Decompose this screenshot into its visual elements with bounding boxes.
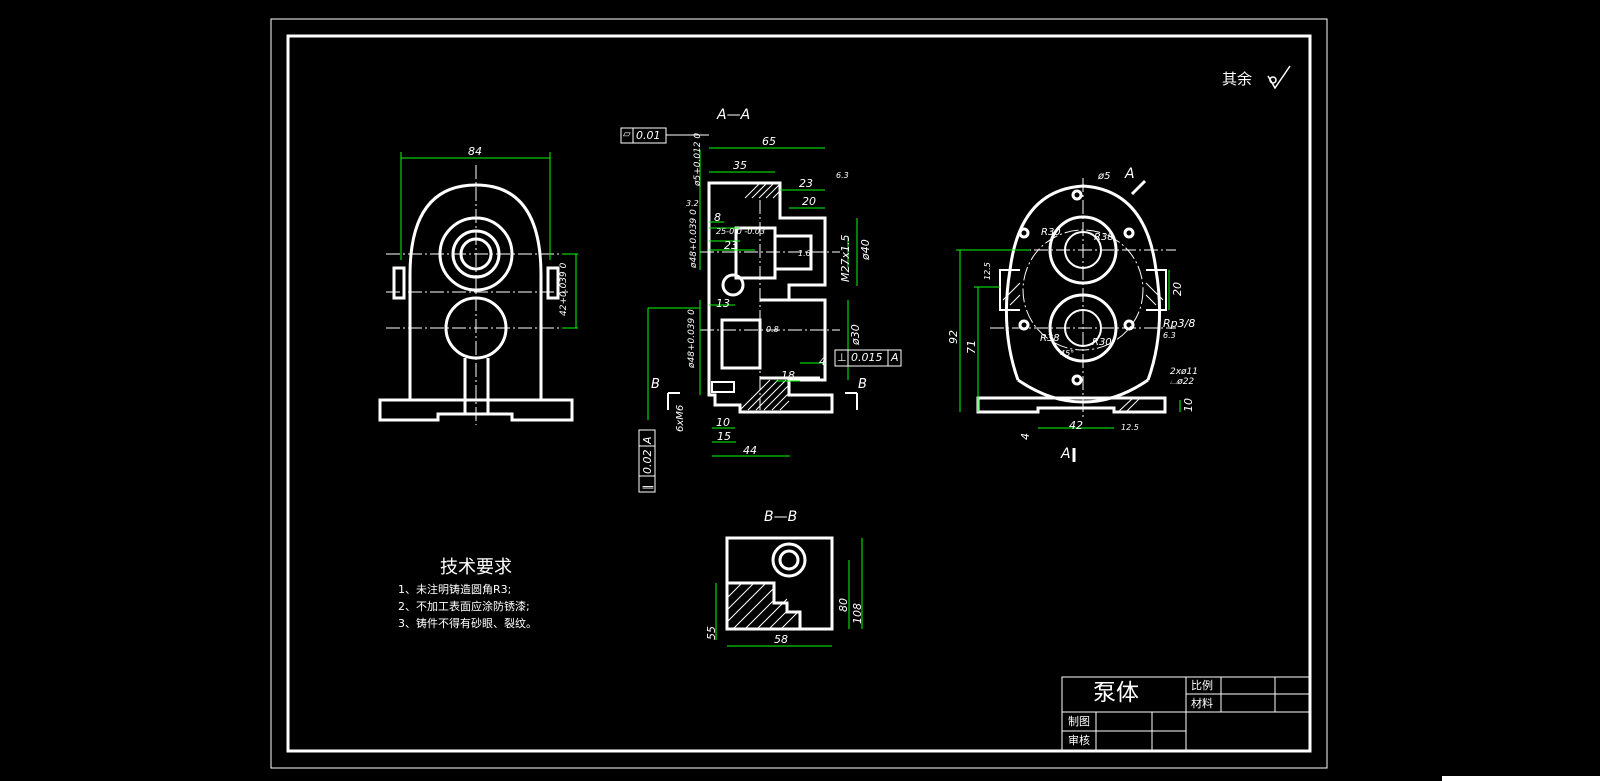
dim-aa-18: 18 [781, 369, 795, 382]
front-dims [400, 152, 578, 329]
section-aa-hatch [739, 182, 790, 411]
dim-aa-phi48a: ø48+0.039 0 [689, 209, 699, 268]
dim-side-4: 4 [1019, 433, 1032, 440]
dim-aa-35: 35 [733, 159, 747, 172]
side-centerlines [990, 178, 1176, 420]
dim-aa-13: 13 [716, 297, 730, 310]
tol-flatness-symbol: ⏥ [623, 129, 631, 140]
tol-par-datum: A [641, 436, 654, 444]
dim-bb-58: 58 [774, 633, 788, 646]
dim-aa-m27: M27x1.5 [839, 234, 852, 283]
dim-aa-10: 10 [716, 416, 730, 429]
dim-side-92: 92 [947, 330, 960, 344]
dim-aa-8: 8 [714, 211, 721, 224]
outer-border [270, 18, 1328, 769]
tech-requirement-3: 3、铸件不得有砂眼、裂纹。 [398, 617, 537, 630]
dim-side-cbore: ⌴ø22 [1170, 377, 1195, 387]
section-bb-hatch [726, 582, 798, 630]
dim-aa-44: 44 [743, 444, 757, 457]
section-aa-label: A—A [717, 107, 751, 123]
tech-requirement-2: 2、不加工表面应涂防锈漆; [398, 600, 530, 613]
dim-bb-55: 55 [705, 626, 718, 640]
dim-aa-phi30: ø30 [849, 324, 862, 345]
dim-aa-25: 25-0.0 -0.03 [716, 227, 766, 236]
drawn-label: 制图 [1068, 715, 1090, 728]
a-arrow [1072, 179, 1147, 462]
dim-side-r38: R38 [1094, 232, 1114, 243]
dim-side-rp: Rp3/8 [1163, 317, 1196, 330]
front-centerlines [386, 165, 568, 425]
tol-flatness-value: 0.01 [636, 129, 661, 142]
dim-aa-23a: 23 [799, 177, 813, 190]
bb-cut-markers [667, 392, 858, 410]
dim-side-42: 42 [1069, 419, 1083, 432]
tol-par-value: 0.02 [641, 449, 654, 475]
side-hatch [1002, 282, 1164, 413]
dim-bb-108: 108 [851, 603, 864, 624]
section-aa [707, 181, 834, 414]
ra-side-125: 12.5 [983, 262, 992, 280]
dim-side-20: 20 [1171, 282, 1184, 296]
ra-aa-16: 1.6 [798, 249, 811, 258]
dim-aa-15: 15 [717, 430, 731, 443]
dim-side-10: 10 [1182, 398, 1195, 412]
tech-requirement-1: 1、未注明铸造圆角R3; [398, 583, 512, 596]
section-bb-dims [715, 538, 863, 647]
ra-side-125b: 12.5 [1121, 423, 1139, 432]
surface-finish-symbol [1267, 65, 1291, 90]
dim-aa-phi5: ø5+0.012 0 [693, 132, 703, 186]
tol-perp-symbol: ⊥ [837, 351, 847, 364]
ra-aa-08: 0.8 [766, 325, 779, 334]
dim-aa-thread: 6xM6 [675, 404, 686, 432]
side-view [976, 184, 1167, 414]
side-dims [956, 249, 1181, 429]
surface-note: 其余 [1222, 70, 1253, 88]
ra-aa-32: 3.2 [686, 199, 699, 208]
material-label: 材料 [1191, 697, 1213, 710]
corner-mark [1442, 776, 1600, 781]
dim-aa-4: 4 [819, 355, 826, 368]
a-marker-arrow: A [1125, 166, 1135, 182]
section-bb [725, 536, 834, 631]
dim-side-holes: 2xø11 [1170, 367, 1199, 377]
dim-side-r30: R30 [1041, 227, 1061, 238]
dim-bb-80: 80 [837, 598, 850, 612]
section-aa-centerlines [700, 200, 840, 410]
dim-front-width: 84 [468, 145, 482, 158]
dim-side-r38b: R38 [1040, 333, 1060, 344]
dim-aa-23b: 23 [724, 239, 738, 252]
tol-par-symbol: ∥ [641, 484, 654, 491]
tol-perp-datum: A [891, 351, 899, 364]
ra-aa-63: 6.3 [836, 171, 849, 180]
dim-front-bore: 42+0.039 0 [559, 262, 569, 316]
b-marker-left: B [651, 377, 660, 392]
tech-requirements-title: 技术要求 [440, 557, 512, 578]
part-name: 泵体 [1093, 680, 1139, 706]
tol-frames [620, 127, 902, 493]
b-marker-right: B [858, 377, 867, 392]
dim-side-71: 71 [965, 340, 978, 354]
section-bb-label: B—B [764, 509, 798, 525]
checked-label: 审核 [1068, 734, 1090, 747]
dim-aa-phi48b: ø48+0.039 0 [687, 309, 697, 368]
a-marker-bottom: A [1061, 446, 1071, 462]
inner-border [286, 34, 1312, 753]
ra-side-63: 6.3 [1163, 331, 1176, 340]
section-aa-dims [647, 147, 858, 457]
title-block [1061, 676, 1311, 752]
scale-label: 比例 [1191, 679, 1213, 692]
tol-perp-value: 0.015 [851, 351, 883, 364]
dim-side-ang: 45° [1060, 349, 1075, 358]
dim-aa-20: 20 [802, 195, 816, 208]
dim-side-phi5: ø5 [1098, 171, 1111, 182]
dim-aa-phi40: ø40 [859, 239, 872, 260]
dim-side-r30b: R30 [1092, 337, 1112, 348]
dim-aa-65: 65 [762, 135, 776, 148]
